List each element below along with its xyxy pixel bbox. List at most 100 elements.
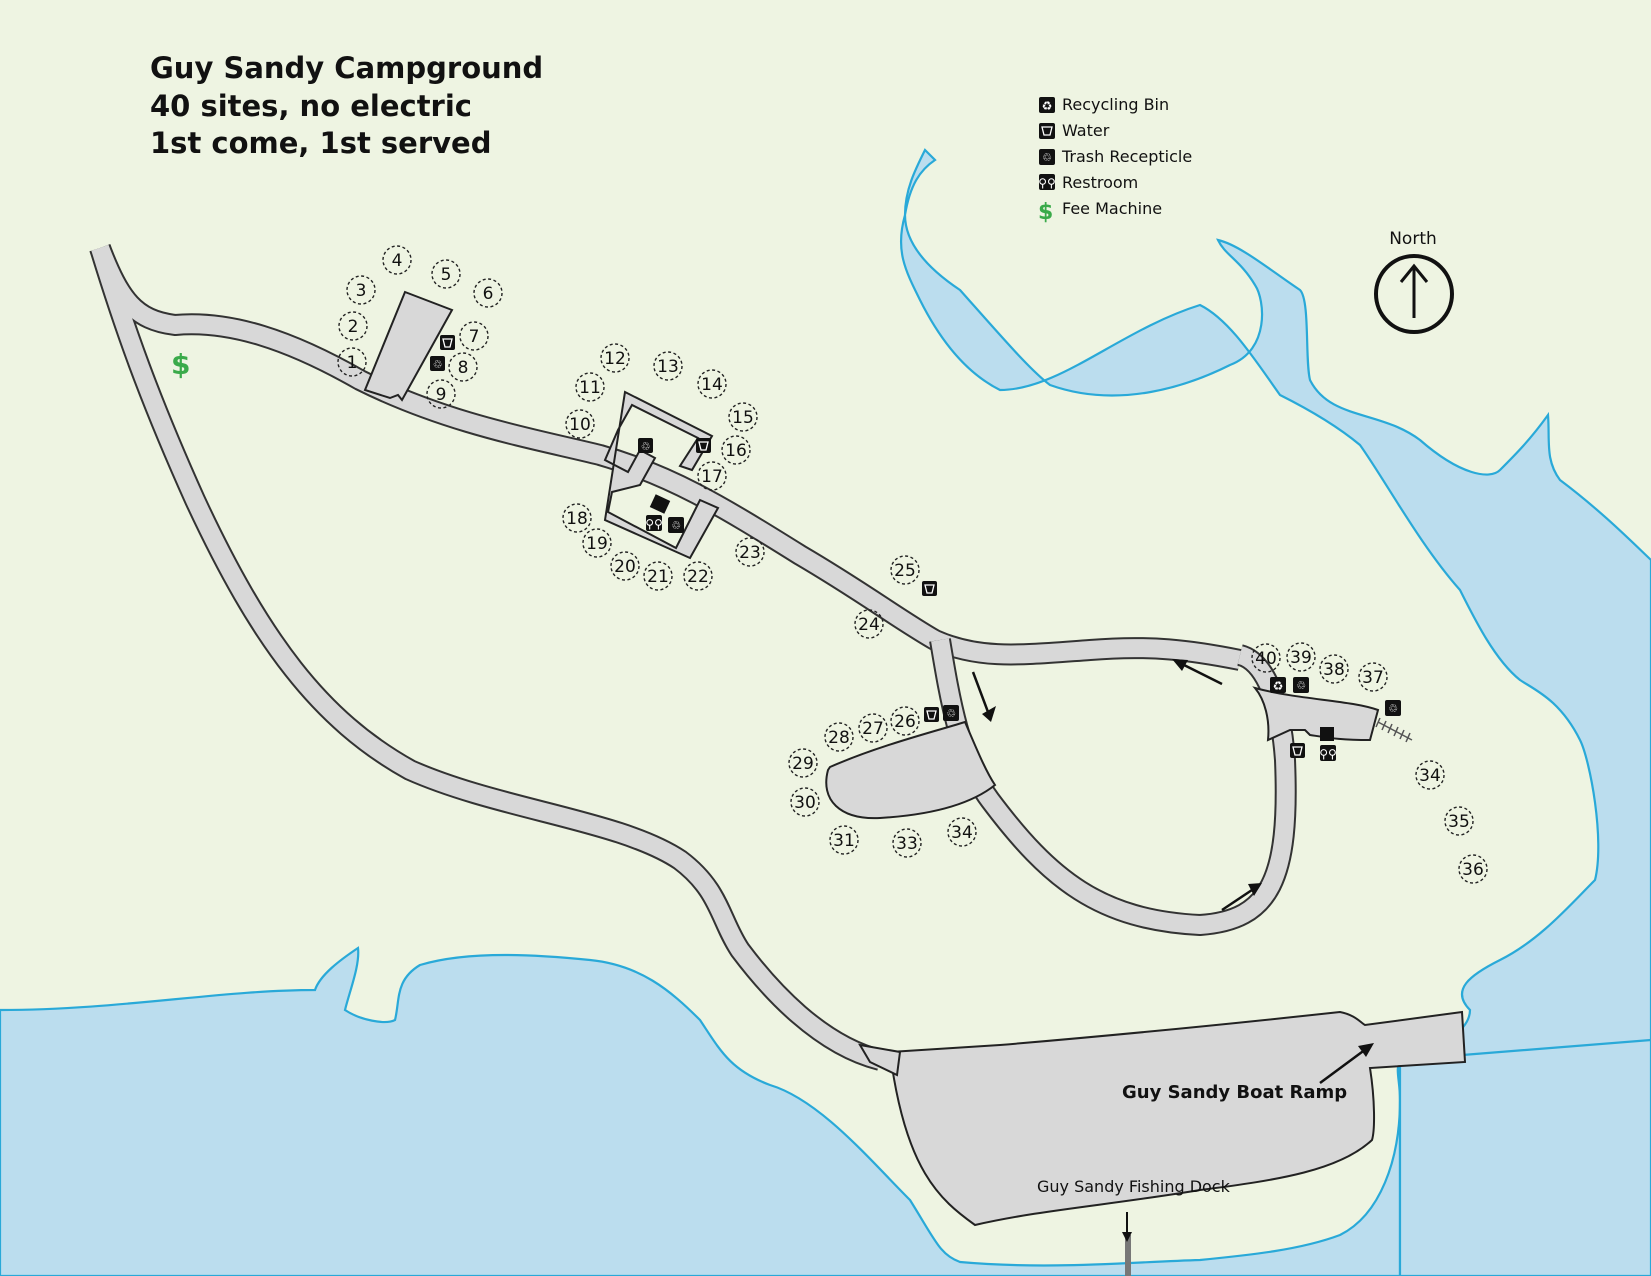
campsite-number: 39 <box>1290 648 1312 668</box>
campsite-circle <box>1319 654 1349 684</box>
campsite-number: 8 <box>458 358 469 378</box>
campsite-circle <box>697 461 727 491</box>
campsite-marker: 9 <box>426 379 456 409</box>
water-icon <box>696 438 711 453</box>
campsite-number: 10 <box>569 415 591 435</box>
campsite-circle <box>643 561 673 591</box>
campsite-circle <box>565 409 595 439</box>
campsite-marker: 35 <box>1444 806 1474 836</box>
fishing-dock-label: Guy Sandy Fishing Dock <box>1037 1177 1231 1196</box>
campsite-circle <box>721 435 751 465</box>
campsite-marker: 1 <box>337 347 367 377</box>
north-arrow: North <box>1374 229 1454 334</box>
campsite-circle <box>824 722 854 752</box>
water-icon <box>440 335 455 350</box>
parking-pad-1-9 <box>363 290 454 402</box>
one-way-arrow-northwest <box>1172 659 1223 686</box>
campsite-marker: 3 <box>346 275 376 305</box>
campsite-marker: 20 <box>610 551 640 581</box>
campsite-circle <box>728 402 758 432</box>
campsite-number: 25 <box>894 561 916 581</box>
svg-text:⚲⚲: ⚲⚲ <box>1319 747 1337 761</box>
svg-text:♻: ♻ <box>1042 99 1053 113</box>
campsite-number: 16 <box>725 441 747 461</box>
campsite-number: 30 <box>794 793 816 813</box>
svg-text:Trash Recepticle: Trash Recepticle <box>1061 147 1192 166</box>
campsite-circle <box>683 561 713 591</box>
campsite-number: 24 <box>858 615 880 635</box>
campsite-circle <box>337 347 367 377</box>
campsite-marker: 16 <box>721 435 751 465</box>
campsite-marker: 7 <box>459 321 489 351</box>
legend-water: Water <box>1039 121 1110 140</box>
boat-steps <box>1375 717 1413 743</box>
campsite-number: 19 <box>586 534 608 554</box>
campsite-circle <box>382 245 412 275</box>
boat-ramp-label: Guy Sandy Boat Ramp <box>1122 1082 1347 1103</box>
one-way-arrow-south <box>971 671 996 722</box>
restroom-building-2 <box>1320 727 1334 741</box>
water-icon <box>1290 743 1305 758</box>
campsite-number: 31 <box>833 831 855 851</box>
campsite-marker: 37 <box>1358 662 1388 692</box>
trash-receptacle-icon: ♲ <box>1293 677 1309 693</box>
trash-receptacle-icon <box>1039 149 1055 165</box>
campsite-circle <box>338 311 368 341</box>
campsite-circle <box>426 379 456 409</box>
parking-loop-10-22 <box>603 390 720 560</box>
parking-lot-26-34 <box>825 720 997 820</box>
campsite-number: 26 <box>894 712 916 732</box>
campsite-circle <box>473 278 503 308</box>
campsite-circle <box>1415 760 1445 790</box>
campsite-circle <box>1251 643 1281 673</box>
campsite-marker: 40 <box>1251 643 1281 673</box>
campsite-marker: 18 <box>562 503 592 533</box>
svg-text:Water: Water <box>1062 121 1110 140</box>
campsite-number: 1 <box>347 353 358 373</box>
campsite-marker: 30 <box>790 787 820 817</box>
legend-recycling-bin: ♻ Recycling Bin <box>1039 95 1169 114</box>
campsite-number: 34 <box>1419 766 1441 786</box>
campsite-number: 2 <box>348 317 359 337</box>
fee-machine-icon: $ <box>171 348 190 381</box>
water-lower-lake <box>0 946 1402 1276</box>
campsite-number: 6 <box>483 284 494 304</box>
campsite-circle <box>448 352 478 382</box>
campsite-number: 11 <box>579 378 601 398</box>
campsite-marker: 11 <box>575 372 605 402</box>
legend-restroom: ⚲⚲ Restroom <box>1038 173 1138 192</box>
campsite-marker: 2 <box>338 311 368 341</box>
campsite-marker: 39 <box>1286 642 1316 672</box>
campsite-marker: 10 <box>565 409 595 439</box>
svg-text:♲: ♲ <box>946 707 956 720</box>
legend-fee-machine: $ Fee Machine <box>1038 199 1162 225</box>
campsite-number: 13 <box>657 357 679 377</box>
water-icon <box>1039 123 1055 139</box>
fishing-dock-arrowhead <box>1122 1232 1132 1242</box>
campsite-number: 4 <box>392 251 403 271</box>
map-title: Guy Sandy Campground <box>150 51 543 85</box>
campsite-circle <box>788 748 818 778</box>
campsite-circle <box>459 321 489 351</box>
campsite-number: 40 <box>1255 649 1277 669</box>
parking-pad-37-40 <box>1252 686 1380 742</box>
compass-circle <box>1374 254 1454 334</box>
svg-text:♲: ♲ <box>1388 702 1398 715</box>
campsite-marker: 33 <box>892 828 922 858</box>
reservation-policy: 1st come, 1st served <box>150 126 491 160</box>
legend-trash-receptacle: ♲ Trash Recepticle <box>1039 147 1192 166</box>
campsite-marker: 31 <box>829 825 859 855</box>
recycling-bin-icon: ♻ <box>1270 677 1286 693</box>
boat-ramp-pointer <box>1319 1043 1374 1085</box>
water-icon <box>924 707 939 722</box>
campsite-number: 36 <box>1462 860 1484 880</box>
campsite-number: 33 <box>896 834 918 854</box>
svg-text:♲: ♲ <box>433 358 443 371</box>
trash-receptacle-icon: ♲ <box>668 517 684 533</box>
campsite-circle <box>610 551 640 581</box>
campsite-circle <box>829 825 859 855</box>
campsite-number: 3 <box>356 281 367 301</box>
campsite-circle <box>582 528 612 558</box>
